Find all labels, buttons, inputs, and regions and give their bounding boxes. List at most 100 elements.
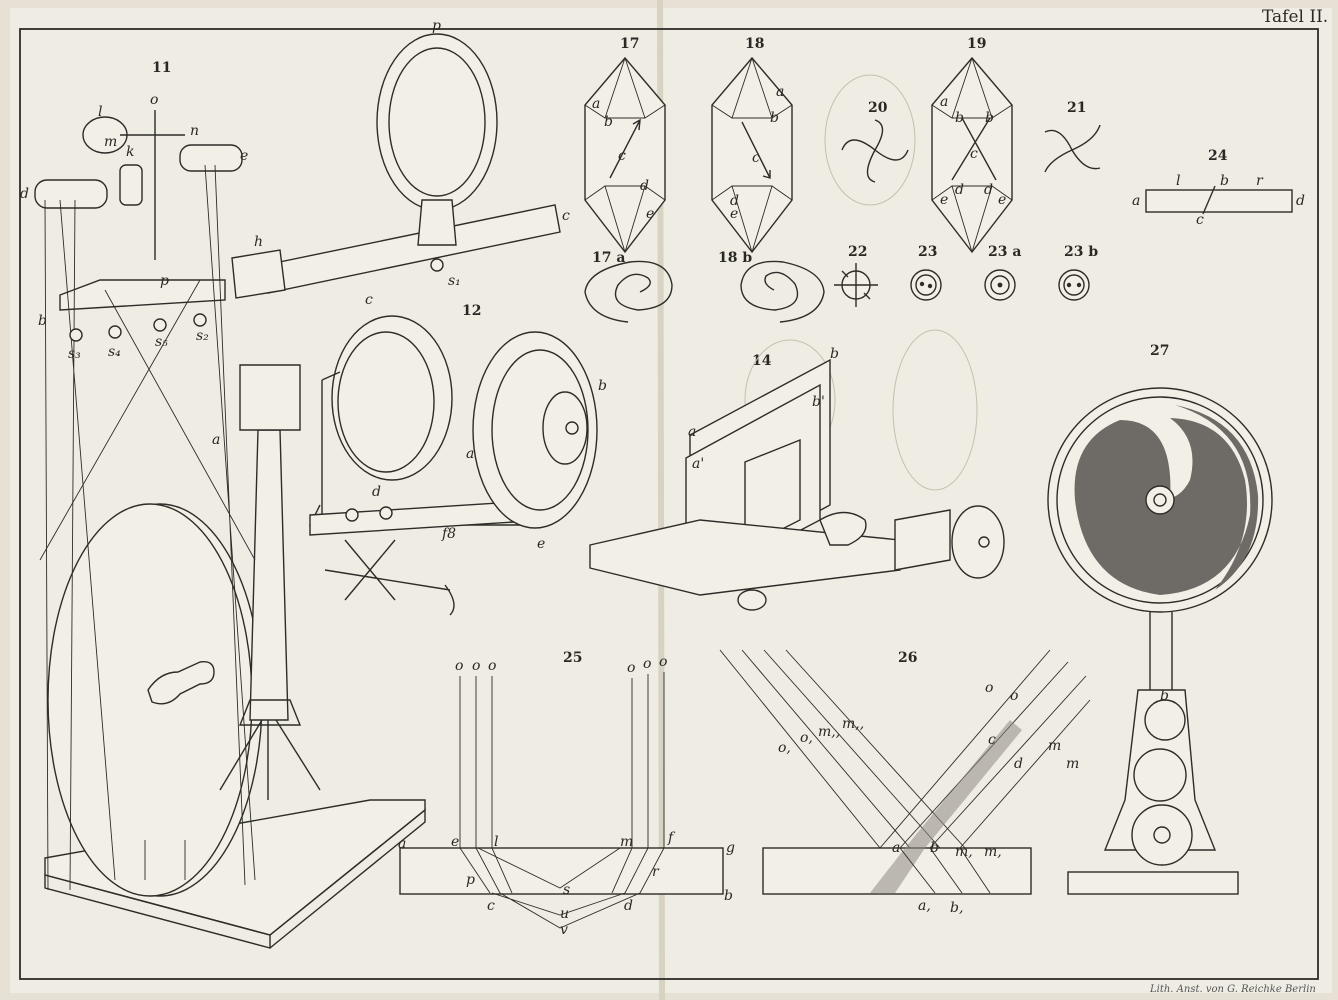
fig14-lever [819, 511, 867, 546]
fig18-arrow [741, 121, 771, 179]
fig26-label-m-double-1: m,, [818, 724, 840, 740]
fig17-crystal-facets [584, 57, 666, 253]
fig11-label-s4: s₄ [108, 344, 121, 360]
fig25-label-r: r [652, 864, 660, 880]
fig-24-number: 24 [1208, 148, 1228, 164]
fig24-label-c: c [1196, 212, 1204, 228]
figure-24: 24 l b r a d c [1132, 148, 1305, 228]
fig11-wheel-support [144, 840, 186, 880]
fig27-label-b: b [1160, 688, 1169, 704]
fig14-label-a: a [688, 424, 696, 440]
fig25-label-b: b [724, 888, 733, 904]
fig12-stand [324, 539, 455, 616]
fig25-inner-paths [477, 847, 641, 929]
fig25-label-l: l [494, 834, 498, 850]
fig14-wheel [951, 505, 1005, 579]
fig19-label-a1: a [940, 94, 948, 110]
fig24-label-r: r [1256, 173, 1264, 189]
fig11-crank-handle [147, 661, 215, 705]
fig-11-number: 11 [152, 60, 171, 76]
fig11-label-e: e [240, 148, 248, 164]
fig11-label-n: n [190, 123, 199, 139]
fig12-disc-inner [491, 349, 589, 511]
fig14-inner-block [744, 438, 801, 550]
fig14-foot [737, 589, 767, 611]
fig11-screw-s5 [153, 318, 167, 332]
fig23b-dot-2 [1076, 282, 1082, 288]
fig25-label-o4: o [627, 660, 635, 676]
fig25-rays-left [459, 676, 513, 894]
fig11-belt-right [39, 164, 256, 886]
fig26-label-d: d [1014, 756, 1023, 772]
figure-20: 20 [824, 74, 916, 206]
fig24-label-b: b [1220, 173, 1229, 189]
fig11-base-side [269, 808, 426, 949]
fig12-label-b: b [598, 378, 607, 394]
fig12-top-ring-outer [376, 33, 498, 211]
fig24-label-d: d [1296, 193, 1305, 209]
figure-18: 18 a b c d e [711, 36, 793, 254]
fig14-bracket [894, 509, 951, 571]
fig-25-number: 25 [563, 650, 582, 666]
fig23a-inner [990, 275, 1010, 295]
fig26-label-m-double-2: m,, [842, 716, 864, 732]
figure-22: 22 [834, 244, 878, 307]
fig12-top-ring-inner [388, 47, 486, 197]
fig25-label-o3: o [488, 658, 496, 674]
plate-border [19, 28, 1319, 980]
fig25-label-f: f [667, 830, 676, 846]
fig25-label-p: p [466, 872, 475, 888]
fig26-label-b-comma: b, [950, 900, 963, 916]
fig11-label-h: h [254, 234, 263, 250]
fig25-label-e: e [451, 834, 459, 850]
fig27-base [1067, 871, 1239, 895]
fig12-base-screw-2 [379, 506, 393, 520]
figure-19: 19 a b b c d d e e [931, 36, 1013, 254]
figure-26: 26 o o m m c d o, o, m,, m,, a b m, m, a… [719, 649, 1091, 916]
fig11-screw-s2 [193, 313, 207, 327]
fig11-label-m: m [104, 134, 117, 150]
fig19-label-c: c [970, 146, 978, 162]
fig27-gear-1 [1144, 699, 1186, 741]
fig26-hatched-beam [870, 720, 1022, 893]
fig24-label-a: a [1132, 193, 1140, 209]
fig-23b-number: 23 b [1064, 244, 1098, 260]
fig23b-inner [1063, 274, 1085, 296]
fig20-swirl [841, 119, 909, 183]
fig27-hub-inner [1153, 493, 1167, 507]
fig11-label-s5: s₅ [155, 334, 168, 350]
fig26-label-a-comma: a, [918, 898, 931, 914]
fig11-label-l: l [98, 104, 102, 120]
fig21-swirl [1044, 124, 1101, 173]
fig18-label-d: d [730, 193, 739, 209]
fig14-wheel-hub [978, 536, 990, 548]
fig11-label-k: k [126, 144, 134, 160]
fig12-label-a: a [466, 446, 474, 462]
fig11-label-d: d [20, 186, 29, 202]
fig19-label-b1: b [955, 110, 964, 126]
fig26-rays-left [719, 649, 966, 849]
fig26-label-m2: m [1066, 756, 1079, 772]
fig25-plate [399, 847, 724, 895]
fig-18b-number: 18 b [718, 250, 752, 266]
fig26-label-o-comma-1: o, [778, 740, 791, 756]
fig25-label-m: m [620, 834, 633, 850]
fig19-label-b2: b [985, 110, 994, 126]
fig-21-number: 21 [1067, 100, 1086, 116]
fig11-label-s3: s₃ [68, 346, 81, 362]
fig11-pulley-right [179, 144, 243, 172]
fig23-inner [915, 274, 937, 296]
fig12-label-p: p [432, 18, 441, 34]
fig18-label-b: b [770, 110, 779, 126]
fig25-label-c: c [487, 898, 495, 914]
fig26-label-a: a [892, 840, 900, 856]
figure-27: 27 b [1047, 343, 1273, 895]
fig12-label-s1: s₁ [448, 273, 461, 289]
fig17-arrow [609, 118, 641, 179]
fig19-arrows [951, 117, 997, 181]
fig25-label-v: v [560, 922, 568, 938]
fig-18-number: 18 [745, 36, 764, 52]
fig20-faint-oval [824, 74, 916, 206]
fig-17-number: 17 [620, 36, 639, 52]
fig27-gear-3 [1131, 804, 1193, 866]
